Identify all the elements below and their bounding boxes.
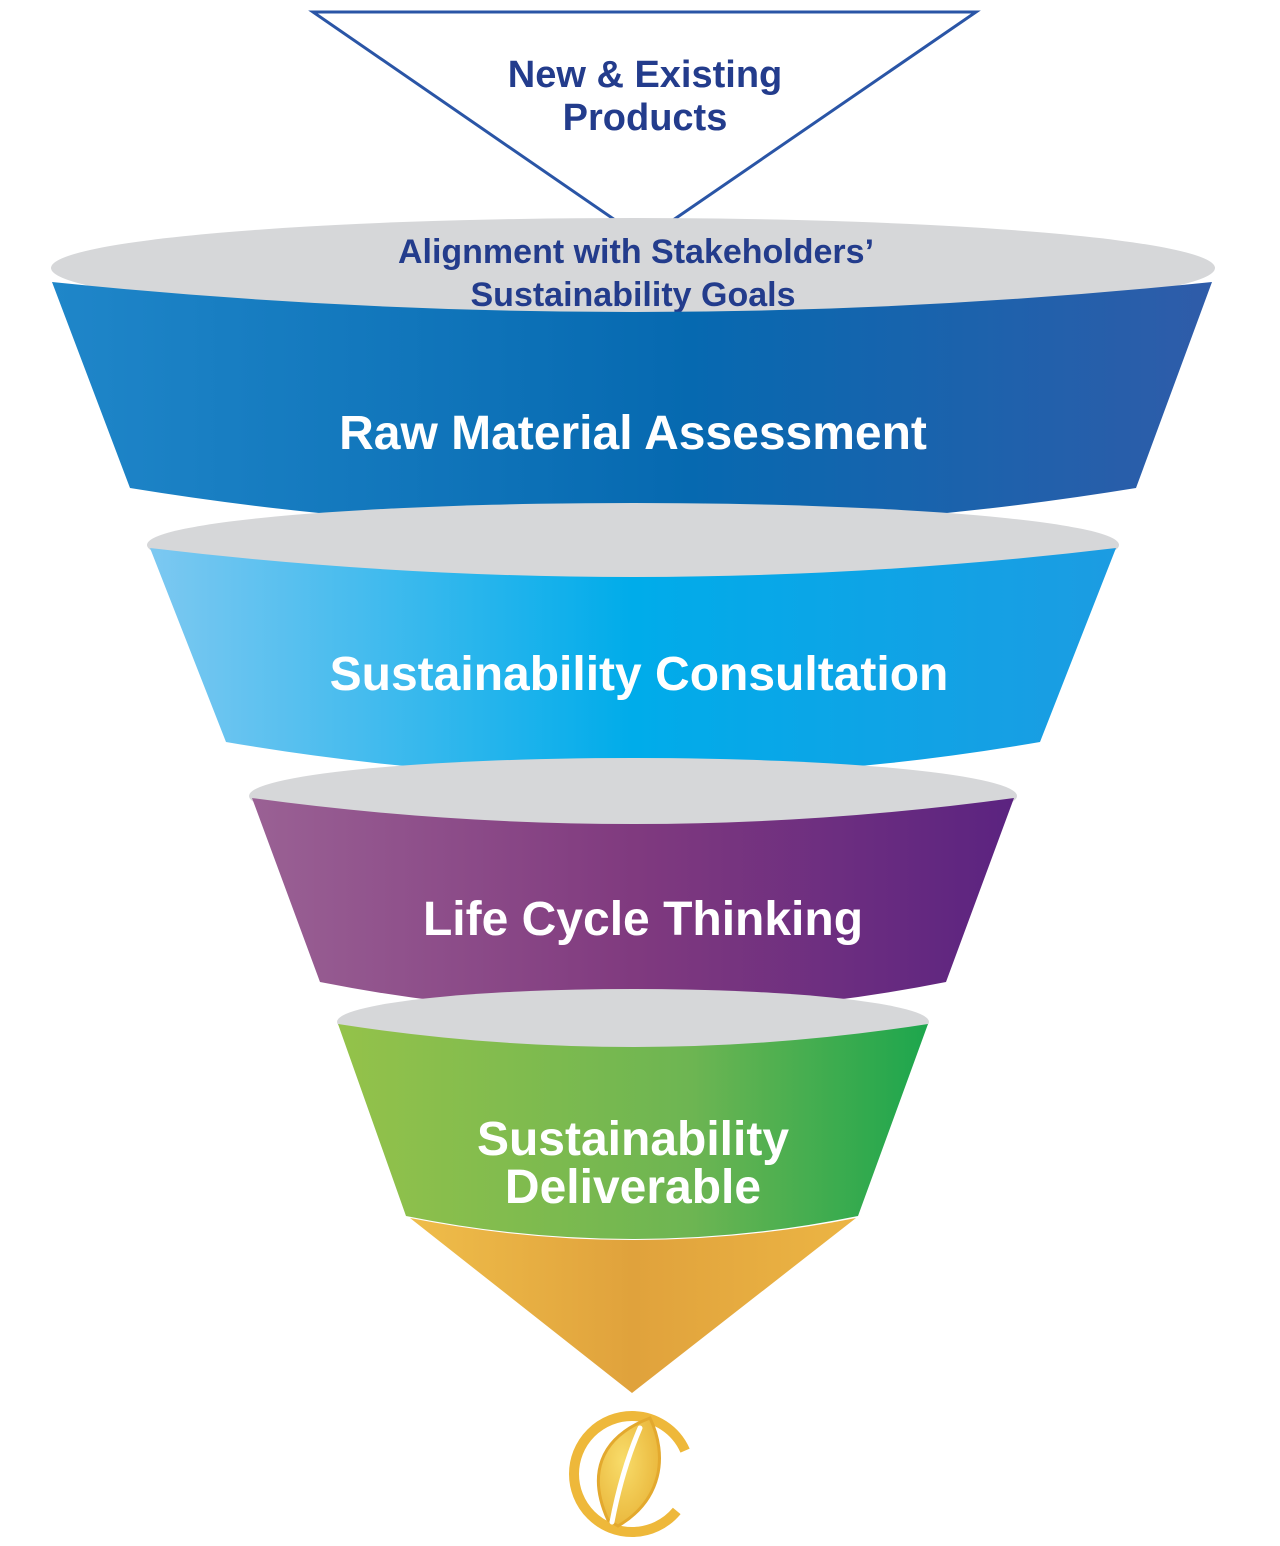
stage-sustainability-deliverable: Sustainability Deliverable — [338, 1024, 928, 1239]
leaf-logo-leaf — [596, 1416, 661, 1528]
stage-3-rim — [249, 758, 1017, 834]
stage-raw-material-assessment: Raw Material Assessment — [52, 282, 1212, 529]
stage-3-label: Life Cycle Thinking — [423, 893, 863, 946]
stage-4-rim — [337, 989, 929, 1055]
input-label-line1: New & Existing — [508, 54, 783, 96]
stage-2-rim — [147, 503, 1119, 587]
stage-2-band — [150, 548, 1116, 777]
stage-4-label-line1: Sustainability — [477, 1113, 789, 1166]
stage-3-band — [252, 798, 1014, 1013]
input-label-line2: Products — [563, 97, 728, 139]
stage-life-cycle-thinking: Life Cycle Thinking — [252, 798, 1014, 1013]
input-triangle: New & Existing Products — [308, 10, 981, 242]
alignment-rim: Alignment with Stakeholders’ Sustainabil… — [51, 218, 1215, 318]
stage-4-band — [338, 1024, 928, 1239]
input-triangle-shape — [308, 10, 981, 242]
leaf-logo-ring — [569, 1411, 695, 1537]
alignment-label-line1: Alignment with Stakeholders’ — [398, 233, 874, 271]
leaf-logo-icon — [569, 1411, 695, 1537]
stage-1-label: Raw Material Assessment — [339, 407, 927, 460]
stage-4-label-line2: Deliverable — [505, 1161, 761, 1214]
alignment-rim-ellipse — [51, 218, 1215, 318]
stage-2-label: Sustainability Consultation — [330, 648, 949, 701]
alignment-label-line2: Sustainability Goals — [471, 276, 796, 314]
leaf-logo-vein — [609, 1425, 643, 1525]
stage-sustainability-consultation: Sustainability Consultation — [150, 548, 1116, 777]
funnel-tip — [410, 1218, 856, 1393]
stage-1-band — [52, 282, 1212, 529]
